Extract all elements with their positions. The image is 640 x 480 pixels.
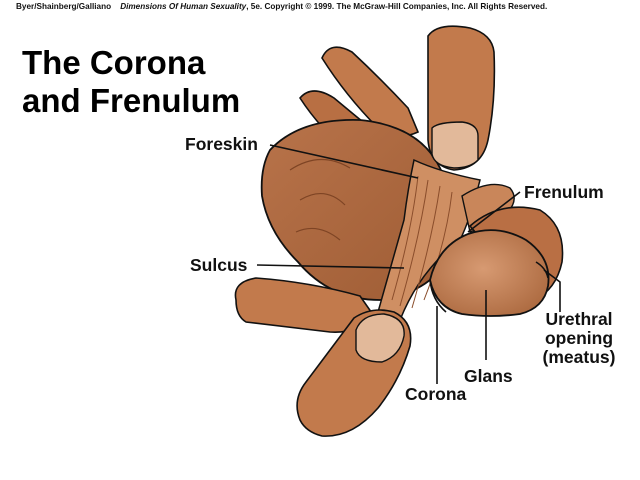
label-glans: Glans (464, 366, 513, 386)
title-line-1: The Corona (22, 44, 206, 81)
label-corona: Corona (405, 384, 467, 404)
glans (429, 229, 550, 317)
label-urethral-line-1: Urethral (545, 309, 613, 329)
label-urethral-opening: Urethral opening (meatus) (533, 310, 625, 367)
label-urethral-line-2: opening (544, 328, 614, 348)
credit-book-title: Dimensions Of Human Sexuality (120, 2, 247, 11)
credit-authors: Byer/Shainberg/Galliano (16, 2, 112, 11)
leader-foreskin (269, 144, 419, 179)
leader-sulcus (256, 264, 405, 269)
copyright-credit: Byer/Shainberg/Galliano Dimensions Of Hu… (16, 2, 626, 11)
leader-lines (256, 144, 561, 384)
thumbnail-bottom (355, 313, 405, 363)
finger-top-left (321, 46, 420, 137)
leader-urethral (543, 269, 561, 312)
credit-rest: , 5e. Copyright © 1999. The McGraw-Hill … (246, 2, 548, 11)
corona-rim (429, 279, 447, 313)
label-urethral-line-3: (meatus) (542, 347, 616, 367)
leader-frenulum (467, 191, 521, 233)
label-sulcus: Sulcus (190, 255, 248, 275)
title-line-2: and Frenulum (22, 82, 241, 119)
label-foreskin: Foreskin (185, 134, 258, 154)
urethral-opening (535, 261, 549, 279)
label-frenulum: Frenulum (524, 182, 604, 202)
page-title: The Corona and Frenulum (22, 44, 240, 120)
fingernail-top (431, 121, 479, 169)
